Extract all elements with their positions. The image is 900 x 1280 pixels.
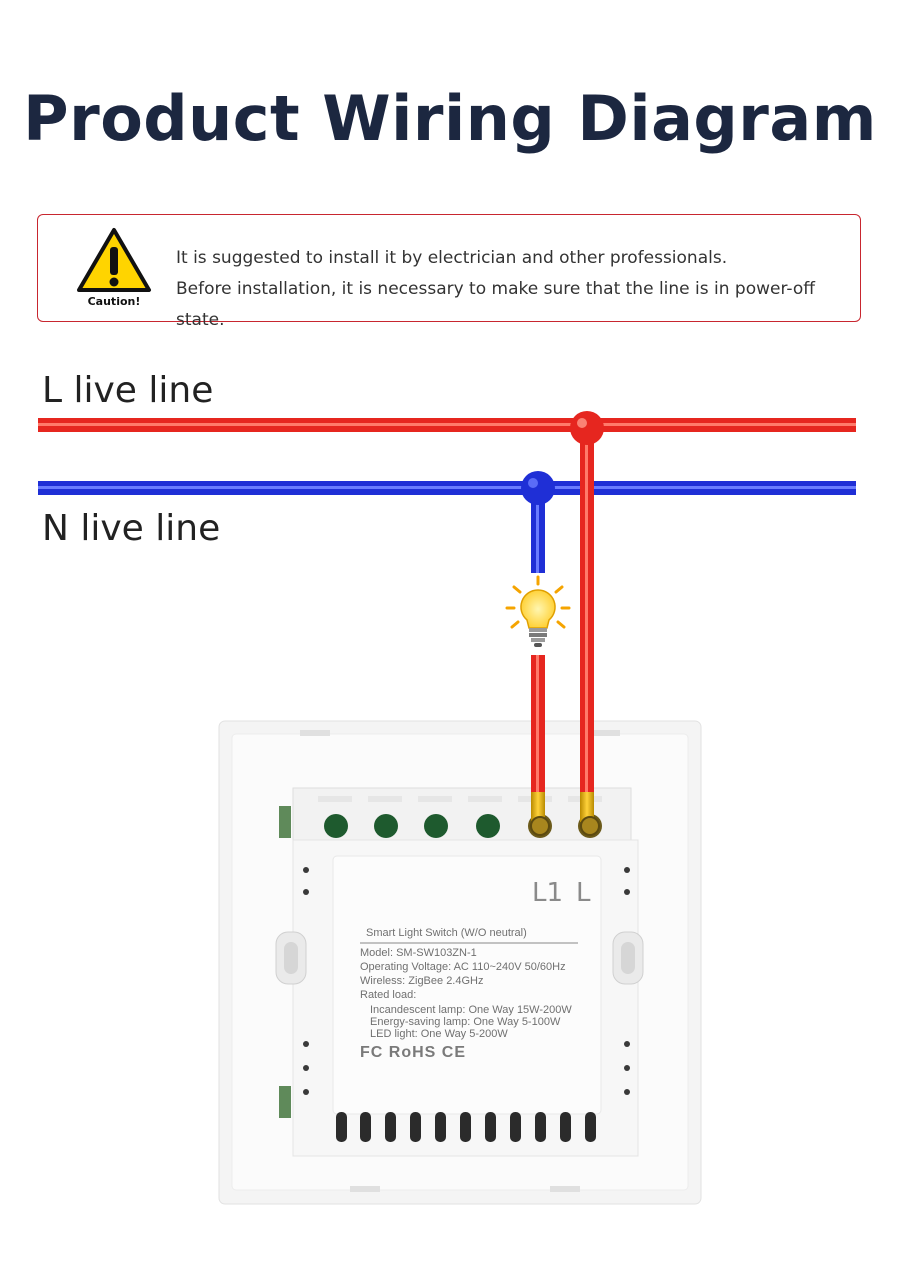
switched-wire <box>531 655 545 822</box>
warning-triangle-icon <box>77 228 151 292</box>
terminal-3 <box>424 814 448 838</box>
page-title: Product Wiring Diagram <box>23 82 877 155</box>
live-line-label: L live line <box>42 370 214 411</box>
switch-back-panel <box>218 720 702 1205</box>
neutral-line <box>38 481 856 495</box>
neutral-junction <box>521 471 555 505</box>
neutral-drop-wire <box>531 493 545 573</box>
terminal-2 <box>374 814 398 838</box>
caution-box: Caution! It is suggested to install it b… <box>37 214 861 330</box>
terminal-4 <box>476 814 500 838</box>
caution-text: It is suggested to install it by electri… <box>176 243 860 336</box>
light-bulb-icon <box>505 575 571 647</box>
caution-line-1: It is suggested to install it by electri… <box>176 248 728 268</box>
neutral-line-label: N live line <box>42 508 221 549</box>
live-drop-wire <box>580 430 594 822</box>
terminal-1 <box>324 814 348 838</box>
live-line <box>38 418 856 432</box>
caution-line-2: Before installation, it is necessary to … <box>176 279 815 330</box>
caution-label: Caution! <box>87 295 141 308</box>
live-junction <box>570 411 604 445</box>
